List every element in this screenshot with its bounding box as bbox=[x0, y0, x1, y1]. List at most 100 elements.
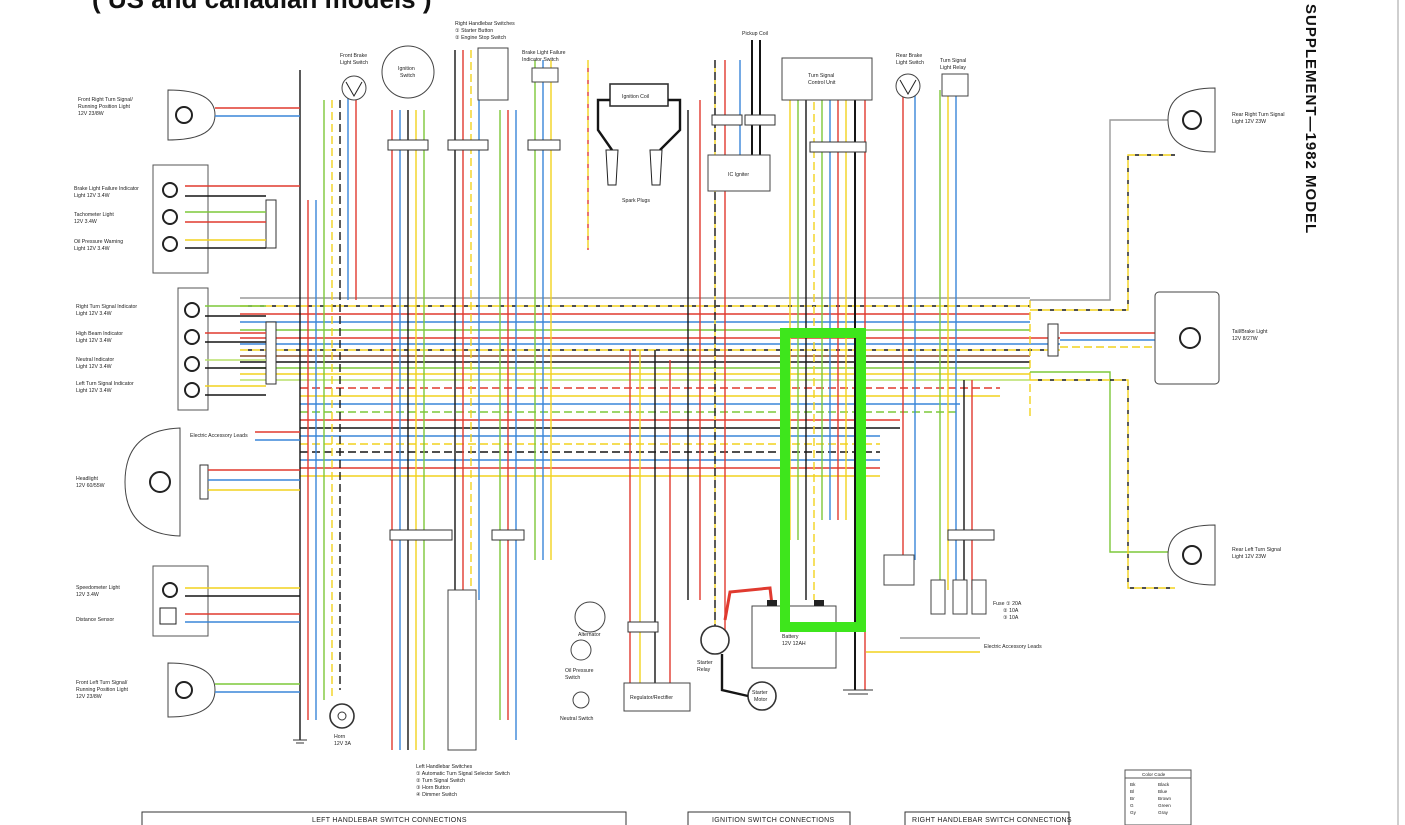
pickup-coil: Pickup Coil bbox=[742, 31, 768, 37]
component-label: ③ 10A bbox=[1003, 615, 1019, 621]
component-label: Bk bbox=[1130, 782, 1136, 787]
component-label: Switch bbox=[400, 73, 415, 79]
front-brake-light-switch: Front Brake Light Switch bbox=[340, 53, 368, 101]
regulator-rectifier: Regulator/Rectifier bbox=[623, 621, 691, 712]
component-label: 12V 3A bbox=[334, 741, 352, 747]
side-title: SUPPLEMENT—1982 MODEL bbox=[1302, 4, 1319, 234]
rear-brake-light-switch: Rear Brake Light Switch bbox=[895, 53, 924, 99]
elec-acc-leads-right: Electric Accessory Leads bbox=[866, 637, 1042, 653]
ignition-switch: Ignition Switch bbox=[381, 45, 435, 151]
component-label: Right Turn Signal Indicator bbox=[76, 304, 137, 310]
component-label: Color Code bbox=[1142, 772, 1166, 777]
component-label: Light 12V 3.4W bbox=[76, 338, 112, 344]
component-label: Neutral Switch bbox=[560, 716, 594, 722]
component-label: Gy bbox=[1130, 810, 1137, 815]
neutral-switch: Neutral Switch bbox=[560, 691, 594, 722]
left-handlebar-connections-title: LEFT HANDLEBAR SWITCH CONNECTIONS bbox=[312, 817, 467, 824]
component-label: Alternator bbox=[578, 632, 601, 638]
component-label: ② 10A bbox=[1003, 608, 1019, 614]
connectors-mid bbox=[389, 529, 995, 541]
component-label: Light 12V 3.4W bbox=[74, 193, 110, 199]
component-label: G bbox=[1130, 803, 1134, 808]
component-label: Electric Accessory Leads bbox=[984, 644, 1042, 650]
component-label: Light 12V 3.4W bbox=[76, 388, 112, 394]
component-label: Rear Right Turn Signal bbox=[1232, 112, 1284, 118]
right-handlebar-switches: Right Handlebar Switches ① Starter Butto… bbox=[447, 21, 515, 151]
elec-acc-leads-left: Electric Accessory Leads bbox=[190, 433, 248, 439]
component-label: Starter bbox=[752, 690, 768, 696]
rear-right-turn-signal: Rear Right Turn Signal Light 12V 23W bbox=[1167, 87, 1284, 153]
component-label: 12V 23/8W bbox=[76, 694, 102, 700]
indicator-lights-cluster: Right Turn Signal Indicator Light 12V 3.… bbox=[76, 287, 277, 411]
component-label: Tachometer Light bbox=[74, 212, 114, 218]
component-label: Fuse ① 20A bbox=[993, 601, 1022, 607]
component-label: Brake Light Failure bbox=[522, 50, 566, 56]
component-label: Oil Pressure bbox=[565, 668, 594, 674]
headlight: Headlight 12V 60/55W bbox=[76, 427, 300, 537]
component-label: Br bbox=[1130, 796, 1135, 801]
component-label: ② Turn Signal Switch bbox=[416, 778, 465, 784]
component-label: Blue bbox=[1158, 789, 1168, 794]
component-label: Gray bbox=[1158, 810, 1169, 815]
component-label: Pickup Coil bbox=[742, 31, 768, 37]
ground-symbols bbox=[293, 689, 873, 744]
component-label: Bl bbox=[1130, 789, 1134, 794]
component-label: Brown bbox=[1158, 796, 1171, 801]
component-label: ④ Dimmer Switch bbox=[416, 792, 457, 798]
component-label: IC Igniter bbox=[728, 172, 749, 178]
diagram-title: ( US and canadian models ) bbox=[92, 0, 432, 14]
component-label: ① Starter Button bbox=[455, 28, 493, 34]
tail-brake-light: Tail/Brake Light 12V 8/27W bbox=[1047, 291, 1268, 385]
brake-failure-indicator-switch: Brake Light Failure Indicator Switch bbox=[522, 50, 566, 151]
footer-tables: LEFT HANDLEBAR SWITCH CONNECTIONS IGNITI… bbox=[141, 811, 1072, 825]
component-label: Motor bbox=[754, 697, 768, 703]
component-label: Ignition Coil bbox=[622, 94, 649, 100]
component-label: Light Switch bbox=[896, 60, 924, 66]
component-label: Rear Brake bbox=[896, 53, 922, 59]
left-handlebar-switch-block: Left Handlebar Switches ① Automatic Turn… bbox=[416, 589, 510, 798]
component-label: Left Handlebar Switches bbox=[416, 764, 473, 770]
component-label: Front Right Turn Signal/ bbox=[78, 97, 133, 103]
component-label: ③ Horn Button bbox=[416, 785, 450, 791]
component-label: Light 12V 23W bbox=[1232, 554, 1266, 560]
component-label: Indicator Switch bbox=[522, 57, 559, 63]
ignition-coil: Ignition Coil Spark Plugs bbox=[596, 83, 682, 204]
fuse-box: Fuse ① 20A ② 10A ③ 10A bbox=[883, 554, 1022, 621]
turn-signal-relay: Turn Signal Light Relay bbox=[940, 58, 969, 97]
color-code-table: Color Code Bk Black Bl Blue Br Brown G G… bbox=[1124, 769, 1192, 825]
component-label: Spark Plugs bbox=[622, 198, 650, 204]
component-label: Brake Light Failure Indicator bbox=[74, 186, 139, 192]
component-label: Running Position Light bbox=[78, 104, 130, 110]
component-label: Light 12V 3.4W bbox=[76, 311, 112, 317]
battery: Battery 12V 12AH bbox=[751, 600, 837, 669]
front-right-turn-signal: Front Right Turn Signal/ Running Positio… bbox=[78, 89, 300, 141]
meter-indicator-cluster: Brake Light Failure Indicator Light 12V … bbox=[74, 164, 300, 274]
component-label: Light 12V 23W bbox=[1232, 119, 1266, 125]
component-label: Running Position Light bbox=[76, 687, 128, 693]
component-label: 12V 8/27W bbox=[1232, 336, 1258, 342]
component-label: Turn Signal bbox=[940, 58, 966, 64]
component-label: Light Relay bbox=[940, 65, 966, 71]
component-label: Rear Left Turn Signal bbox=[1232, 547, 1281, 553]
component-label: Oil Pressure Warning bbox=[74, 239, 123, 245]
component-label: Battery bbox=[782, 634, 799, 640]
oil-pressure-switch: Oil Pressure Switch bbox=[565, 639, 594, 681]
component-label: Switch bbox=[565, 675, 580, 681]
component-label: Control Unit bbox=[808, 80, 836, 86]
component-label: Distance Sensor bbox=[76, 617, 114, 623]
component-label: 12V 3.4W bbox=[74, 219, 97, 225]
component-label: Left Turn Signal Indicator bbox=[76, 381, 134, 387]
right-handlebar-connections-title: RIGHT HANDLEBAR SWITCH CONNECTIONS bbox=[912, 817, 1072, 824]
component-label: Front Brake bbox=[340, 53, 367, 59]
component-label: Light Switch bbox=[340, 60, 368, 66]
rear-left-turn-signal: Rear Left Turn Signal Light 12V 23W bbox=[1167, 524, 1281, 586]
component-label: 12V 12AH bbox=[782, 641, 806, 647]
component-label: Black bbox=[1158, 782, 1170, 787]
component-label: Ignition bbox=[398, 66, 415, 72]
component-label: Turn Signal bbox=[808, 73, 834, 79]
component-label: 12V 3.4W bbox=[76, 592, 99, 598]
component-label: Headlight bbox=[76, 476, 98, 482]
component-label: Green bbox=[1158, 803, 1171, 808]
component-label: 12V 23/8W bbox=[78, 111, 104, 117]
